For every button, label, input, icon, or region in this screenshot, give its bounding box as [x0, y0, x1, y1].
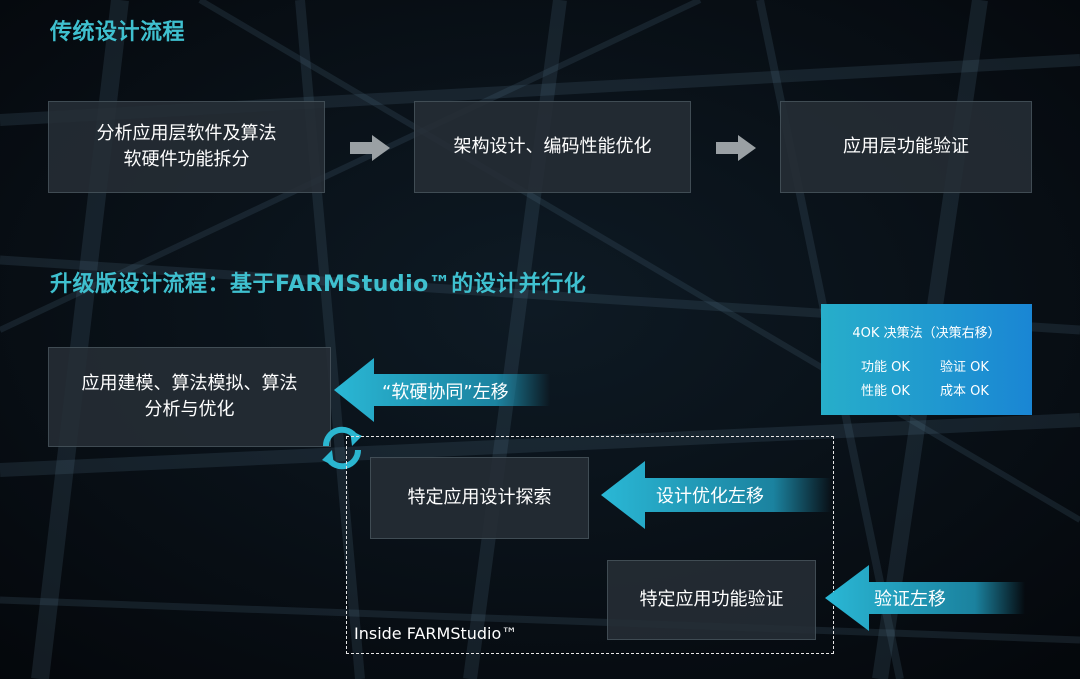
design-shift-arrow	[601, 461, 831, 529]
step-verification-box: 应用层功能验证	[780, 101, 1032, 193]
legend-item-performance: 性能 OK	[861, 384, 910, 399]
farmstudio-boundary	[346, 436, 834, 654]
function-verification-label: 特定应用功能验证	[639, 589, 784, 610]
design-exploration-box: 特定应用设计探索	[370, 457, 589, 539]
codesign-shift-arrow	[334, 358, 550, 422]
verification-shift-label: 验证左移	[874, 589, 946, 610]
modeling-line1: 应用建模、算法模拟、算法	[81, 373, 298, 394]
right-arrow-icon	[350, 135, 390, 161]
design-exploration-label: 特定应用设计探索	[407, 487, 552, 508]
function-verification-box: 特定应用功能验证	[607, 560, 816, 640]
legend-item-cost: 成本 OK	[940, 384, 989, 399]
farmstudio-label: Inside FARMStudio™	[354, 624, 518, 643]
legend-item-function: 功能 OK	[861, 360, 910, 375]
decision-legend-box: 4OK 决策法（决策右移） 功能 OK 验证 OK 性能 OK 成本 OK	[821, 304, 1032, 415]
upgraded-heading: 升级版设计流程：基于FARMStudio™的设计并行化	[50, 272, 587, 297]
step-architecture-label: 架构设计、编码性能优化	[453, 136, 652, 157]
step-analysis-line1: 分析应用层软件及算法	[96, 123, 277, 144]
verification-shift-arrow	[825, 565, 1025, 631]
legend-item-verification: 验证 OK	[940, 360, 989, 375]
design-shift-label: 设计优化左移	[656, 486, 764, 507]
legend-title: 4OK 决策法（决策右移）	[852, 326, 1001, 341]
step-verification-label: 应用层功能验证	[843, 136, 969, 157]
right-arrow-icon	[716, 135, 756, 161]
step-analysis-line2: 软硬件功能拆分	[123, 149, 250, 170]
modeling-line2: 分析与优化	[144, 399, 235, 420]
traditional-heading: 传统设计流程	[50, 20, 186, 45]
step-analysis-box: 分析应用层软件及算法 软硬件功能拆分	[48, 101, 325, 193]
step-architecture-box: 架构设计、编码性能优化	[414, 101, 691, 193]
codesign-shift-label: “软硬协同”左移	[382, 382, 509, 403]
modeling-box: 应用建模、算法模拟、算法 分析与优化	[48, 347, 331, 447]
